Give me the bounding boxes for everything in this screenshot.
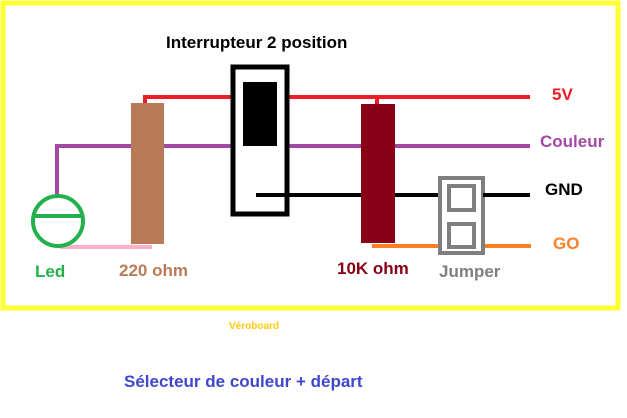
diagram-caption: Sélecteur de couleur + départ bbox=[124, 372, 363, 391]
jumper-pin-top bbox=[447, 184, 476, 212]
led-symbol bbox=[31, 194, 85, 248]
switch-title: Interrupteur 2 position bbox=[166, 33, 348, 52]
resistor-10k-ohm bbox=[361, 104, 395, 243]
wire-5v bbox=[143, 95, 530, 103]
veroboard-outline bbox=[0, 0, 621, 311]
label-10k-ohm: 10K ohm bbox=[337, 259, 409, 278]
resistor-220-ohm bbox=[131, 103, 164, 244]
label-220-ohm: 220 ohm bbox=[119, 261, 188, 280]
label-jumper: Jumper bbox=[439, 262, 501, 281]
label-go: GO bbox=[553, 234, 580, 253]
switch-lever bbox=[243, 82, 277, 146]
label-couleur: Couleur bbox=[540, 132, 605, 151]
label-gnd: GND bbox=[545, 180, 583, 199]
label-5v: 5V bbox=[552, 85, 573, 104]
jumper-pin-bottom bbox=[447, 222, 476, 249]
label-veroboard: Véroboard bbox=[229, 321, 280, 332]
label-led: Led bbox=[35, 262, 66, 281]
